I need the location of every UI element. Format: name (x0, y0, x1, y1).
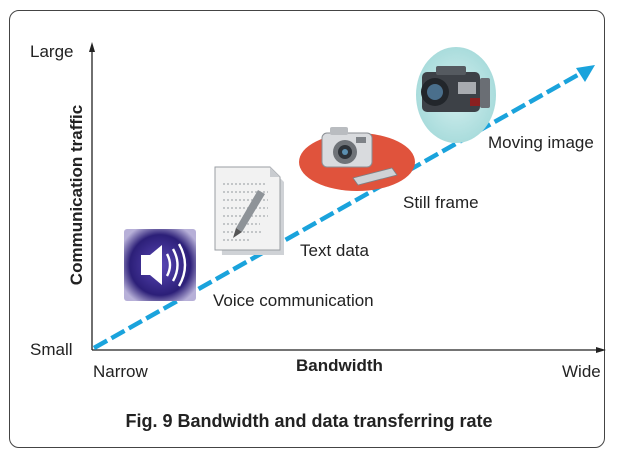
item-label-moving: Moving image (488, 133, 594, 152)
x-axis-title: Bandwidth (296, 356, 383, 375)
item-label-voice: Voice communication (213, 291, 374, 310)
figure-frame (9, 10, 605, 448)
y-axis-title: Communication traffic (67, 104, 86, 286)
trend-line (92, 65, 595, 350)
trend-arrow-icon (576, 65, 595, 82)
item-label-still: Still frame (403, 193, 479, 212)
video-camera-icon (416, 47, 496, 143)
document-pen-icon (214, 166, 284, 255)
speaker-icon (124, 229, 196, 301)
y-axis (89, 42, 95, 350)
x-axis-left-label: Narrow (93, 362, 148, 381)
figure-caption: Fig. 9 Bandwidth and data transferring r… (125, 411, 493, 431)
y-axis-arrow-icon (89, 42, 95, 52)
camera-icon (299, 127, 415, 191)
y-axis-bottom-label: Small (30, 340, 73, 359)
item-label-text: Text data (300, 241, 369, 260)
y-axis-top-label: Large (30, 42, 74, 61)
x-axis (92, 347, 606, 353)
x-axis-right-label: Wide (562, 362, 601, 381)
x-axis-arrow-icon (596, 347, 606, 353)
